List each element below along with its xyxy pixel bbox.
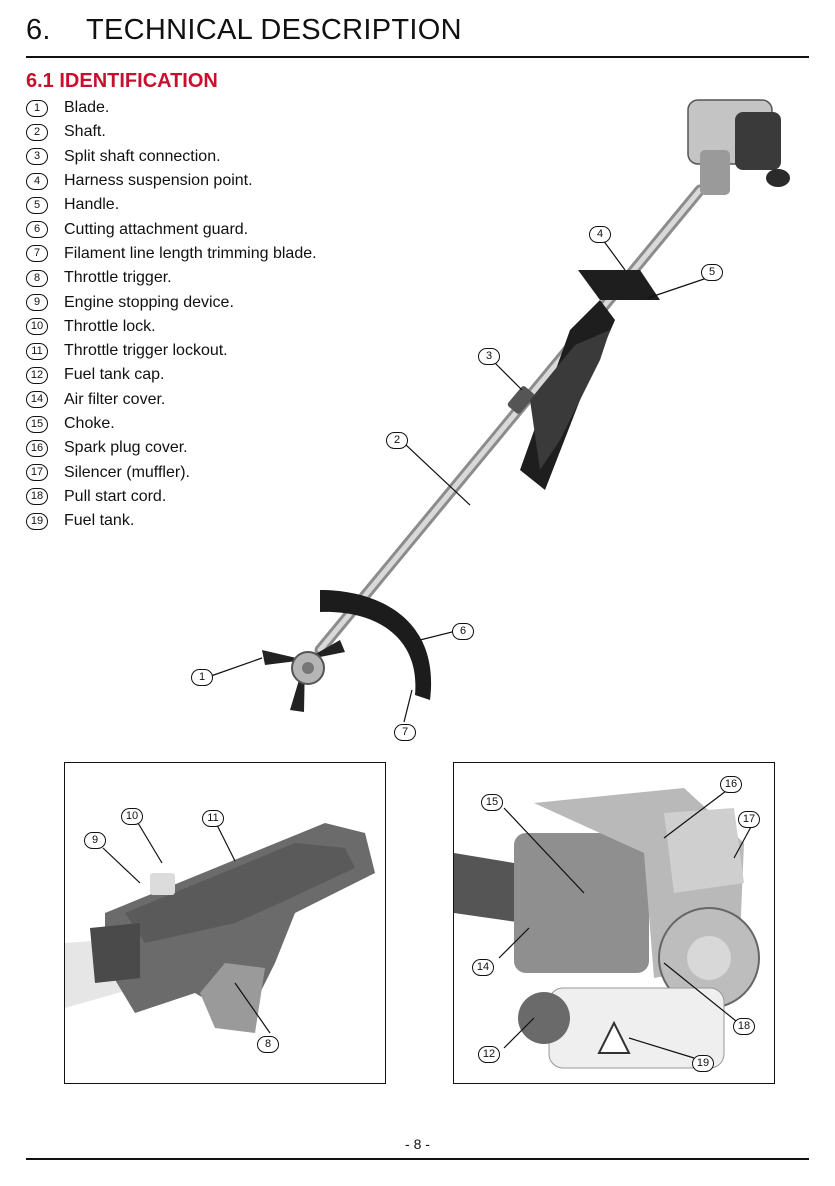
engine-unit	[687, 99, 790, 195]
item-number: 5	[26, 196, 48, 214]
item-label: Throttle trigger lockout.	[64, 342, 228, 360]
parts-list: 1 Blade. 2 Shaft. 3 Split shaft connection.…	[26, 96, 317, 533]
item-label: Cutting attachment guard.	[64, 220, 249, 238]
list-item: 17 Silencer (muffler).	[26, 460, 317, 484]
item-label: Shaft.	[64, 123, 106, 141]
handle-shape	[520, 270, 660, 490]
chapter-number: 6.	[26, 14, 51, 46]
engine-detail-photo	[453, 762, 775, 1084]
item-label: Harness suspension point.	[64, 172, 253, 190]
item-number: 17	[26, 464, 48, 482]
callout-15: 15	[481, 792, 503, 811]
item-label: Blade.	[64, 99, 110, 117]
handle-detail-photo	[64, 762, 386, 1084]
list-item: 4 Harness suspension point.	[26, 169, 317, 193]
callout-9: 9	[84, 830, 106, 849]
item-number: 11	[26, 342, 48, 360]
item-number: 19	[26, 512, 48, 530]
item-label: Pull start cord.	[64, 487, 167, 505]
callout-8: 8	[257, 1034, 279, 1053]
item-label: Throttle lock.	[64, 317, 156, 335]
item-label: Air filter cover.	[64, 390, 166, 408]
item-number: 6	[26, 221, 48, 239]
item-number: 12	[26, 366, 48, 384]
page-title: 6. TECHNICAL DESCRIPTION	[26, 14, 462, 47]
item-number: 9	[26, 294, 48, 312]
callout-12: 12	[478, 1044, 500, 1063]
section-title: 6.1 IDENTIFICATION	[26, 70, 218, 92]
handle-detail-illustration	[65, 763, 385, 1083]
item-number: 7	[26, 245, 48, 263]
list-item: 2 Shaft.	[26, 120, 317, 144]
callout-11: 11	[202, 808, 224, 827]
callout-6: 6	[452, 621, 474, 640]
item-number: 4	[26, 172, 48, 190]
callout-1: 1	[191, 667, 213, 686]
callout-10: 10	[121, 806, 143, 825]
item-label: Throttle trigger.	[64, 269, 172, 287]
item-number: 15	[26, 415, 48, 433]
item-number: 2	[26, 123, 48, 141]
item-label: Split shaft connection.	[64, 147, 221, 165]
guard-shape	[320, 590, 432, 700]
blade-shape	[262, 640, 345, 712]
callout-2: 2	[386, 430, 408, 449]
list-item: 12 Fuel tank cap.	[26, 363, 317, 387]
list-item: 15 Choke.	[26, 412, 317, 436]
footer-divider	[26, 1158, 809, 1160]
item-number: 10	[26, 318, 48, 336]
callout-16: 16	[720, 774, 742, 793]
callout-4: 4	[589, 224, 611, 243]
item-number: 3	[26, 148, 48, 166]
list-item: 3 Split shaft connection.	[26, 145, 317, 169]
list-item: 7 Filament line length trimming blade.	[26, 242, 317, 266]
callout-14: 14	[472, 957, 494, 976]
item-label: Filament line length trimming blade.	[64, 244, 317, 262]
list-item: 16 Spark plug cover.	[26, 436, 317, 460]
callout-5: 5	[701, 262, 723, 281]
item-label: Spark plug cover.	[64, 439, 188, 457]
list-item: 10 Throttle lock.	[26, 315, 317, 339]
callout-18: 18	[733, 1016, 755, 1035]
page-number: - 8 -	[405, 1136, 430, 1152]
item-label: Engine stopping device.	[64, 293, 234, 311]
list-item: 18 Pull start cord.	[26, 485, 317, 509]
list-item: 1 Blade.	[26, 96, 317, 120]
callout-3: 3	[478, 346, 500, 365]
item-number: 8	[26, 269, 48, 287]
callout-17: 17	[738, 809, 760, 828]
chapter-title: TECHNICAL DESCRIPTION	[86, 14, 462, 46]
callout-7: 7	[394, 722, 416, 741]
item-label: Fuel tank cap.	[64, 366, 165, 384]
engine-detail-illustration	[454, 763, 774, 1083]
list-item: 6 Cutting attachment guard.	[26, 217, 317, 241]
item-label: Choke.	[64, 415, 115, 432]
item-number: 1	[26, 99, 48, 117]
list-item: 11 Throttle trigger lockout.	[26, 339, 317, 363]
item-number: 18	[26, 488, 48, 506]
item-label: Silencer (muffler).	[64, 463, 190, 481]
list-item: 9 Engine stopping device.	[26, 290, 317, 314]
item-number: 14	[26, 391, 48, 409]
list-item: 5 Handle.	[26, 193, 317, 217]
item-label: Handle.	[64, 196, 120, 214]
list-item: 19 Fuel tank.	[26, 509, 317, 533]
item-number: 16	[26, 439, 48, 457]
callout-19: 19	[692, 1053, 714, 1072]
title-divider	[26, 56, 809, 58]
list-item: 8 Throttle trigger.	[26, 266, 317, 290]
item-label: Fuel tank.	[64, 512, 135, 530]
list-item: 14 Air filter cover.	[26, 388, 317, 412]
brush-cutter-illustration	[210, 99, 790, 723]
